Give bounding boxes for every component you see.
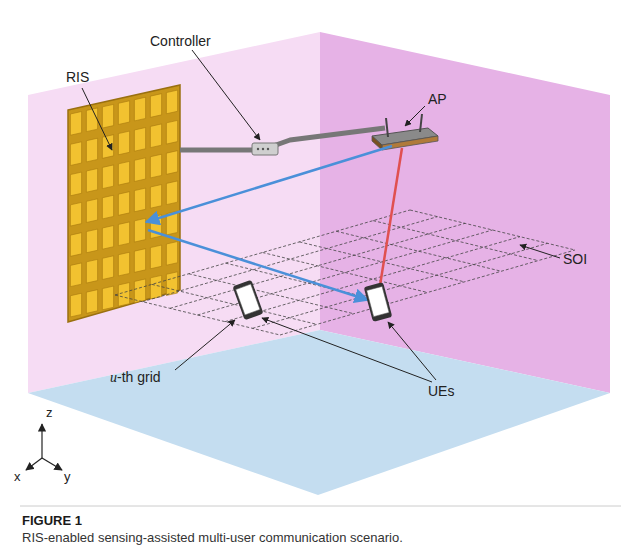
axis-label: z bbox=[46, 406, 53, 420]
callout-label: AP bbox=[428, 92, 447, 107]
ris-ue-beam bbox=[148, 230, 368, 300]
ris-panel bbox=[68, 85, 180, 322]
ue-phone bbox=[232, 280, 263, 321]
callout-label: UEs bbox=[428, 384, 454, 399]
axes bbox=[26, 424, 62, 470]
callout-label: SOI bbox=[563, 252, 587, 267]
leader-lines bbox=[82, 50, 560, 382]
ue-phone bbox=[364, 282, 393, 322]
figure-caption: RIS-enabled sensing-assisted multi-user … bbox=[22, 530, 622, 547]
control-cable bbox=[180, 128, 385, 150]
callout-label: Controller bbox=[150, 34, 211, 49]
caption-rule bbox=[20, 506, 621, 507]
axis-label: x bbox=[14, 470, 21, 484]
ap-router bbox=[372, 114, 438, 150]
callout-label: u-th grid bbox=[110, 370, 161, 385]
ap-ris-beam bbox=[146, 146, 392, 222]
figure-number: FIGURE 1 bbox=[22, 514, 82, 528]
controller-box bbox=[252, 143, 278, 155]
soi-grid bbox=[115, 210, 575, 335]
callout-label: RIS bbox=[66, 70, 89, 85]
right-wall bbox=[320, 32, 610, 393]
ris-elements bbox=[70, 90, 177, 317]
axis-label: y bbox=[64, 470, 71, 484]
floor bbox=[28, 330, 610, 495]
ap-ue-beam bbox=[378, 148, 402, 298]
